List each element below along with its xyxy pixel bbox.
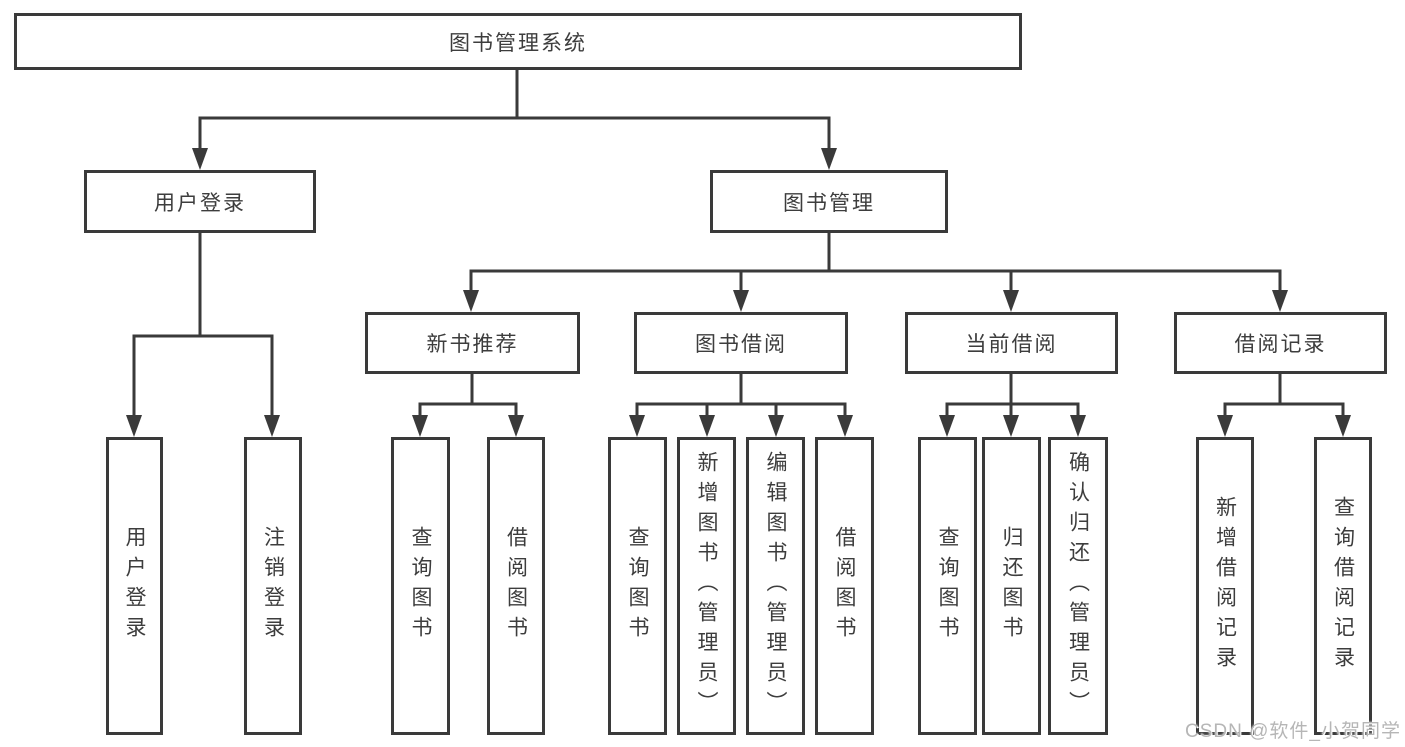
node-user-login-group: 用户登录 bbox=[84, 170, 316, 233]
node-book-management-label: 图书管理 bbox=[783, 191, 875, 215]
leaf-edit-books-admin-label: 编辑图书（管理员） bbox=[764, 451, 787, 721]
leaf-return-books-label: 归还图书 bbox=[1000, 526, 1023, 646]
node-borrow-records-label: 借阅记录 bbox=[1234, 333, 1327, 356]
node-root-system-label: 图书管理系统 bbox=[449, 31, 587, 55]
leaf-user-login-label: 用户登录 bbox=[123, 526, 146, 646]
leaf-recommend-borrow-books: 借阅图书 bbox=[487, 437, 545, 735]
leaf-logout-label: 注销登录 bbox=[261, 526, 285, 646]
node-new-book-recommend: 新书推荐 bbox=[365, 312, 580, 374]
csdn-watermark: CSDN @软件_小贺同学 bbox=[1185, 721, 1401, 742]
node-book-borrow: 图书借阅 bbox=[634, 312, 848, 374]
leaf-recommend-query-books-label: 查询图书 bbox=[409, 526, 432, 646]
leaf-recommend-borrow-books-label: 借阅图书 bbox=[504, 526, 528, 646]
arrowhead-icons bbox=[126, 148, 1351, 437]
leaf-query-borrow-record: 查询借阅记录 bbox=[1314, 437, 1372, 735]
node-borrow-records: 借阅记录 bbox=[1174, 312, 1387, 374]
leaf-add-books-admin-label: 新增图书（管理员） bbox=[695, 451, 718, 721]
leaf-borrow-query-books: 查询图书 bbox=[608, 437, 667, 735]
leaf-add-borrow-record: 新增借阅记录 bbox=[1196, 437, 1254, 735]
leaf-query-borrow-record-label: 查询借阅记录 bbox=[1331, 496, 1355, 676]
leaf-borrow-books-label: 借阅图书 bbox=[833, 526, 856, 646]
leaf-recommend-query-books: 查询图书 bbox=[391, 437, 450, 735]
node-current-borrow-label: 当前借阅 bbox=[965, 333, 1058, 356]
leaf-user-login: 用户登录 bbox=[106, 437, 163, 735]
leaf-borrow-query-books-label: 查询图书 bbox=[626, 526, 649, 646]
leaf-current-query-books-label: 查询图书 bbox=[936, 526, 959, 646]
leaf-logout: 注销登录 bbox=[244, 437, 302, 735]
leaf-borrow-books: 借阅图书 bbox=[815, 437, 874, 735]
leaf-edit-books-admin: 编辑图书（管理员） bbox=[746, 437, 805, 735]
node-current-borrow: 当前借阅 bbox=[905, 312, 1118, 374]
node-book-borrow-label: 图书借阅 bbox=[695, 333, 787, 356]
node-root-system: 图书管理系统 bbox=[14, 13, 1022, 70]
leaf-current-query-books: 查询图书 bbox=[918, 437, 977, 735]
leaf-confirm-return-admin-label: 确认归还（管理员） bbox=[1066, 451, 1090, 721]
leaf-return-books: 归还图书 bbox=[982, 437, 1041, 735]
leaf-add-books-admin: 新增图书（管理员） bbox=[677, 437, 736, 735]
node-book-management: 图书管理 bbox=[710, 170, 948, 233]
node-user-login-group-label: 用户登录 bbox=[154, 191, 246, 215]
leaf-confirm-return-admin: 确认归还（管理员） bbox=[1048, 437, 1108, 735]
node-new-book-recommend-label: 新书推荐 bbox=[426, 333, 519, 356]
leaf-add-borrow-record-label: 新增借阅记录 bbox=[1213, 496, 1237, 676]
